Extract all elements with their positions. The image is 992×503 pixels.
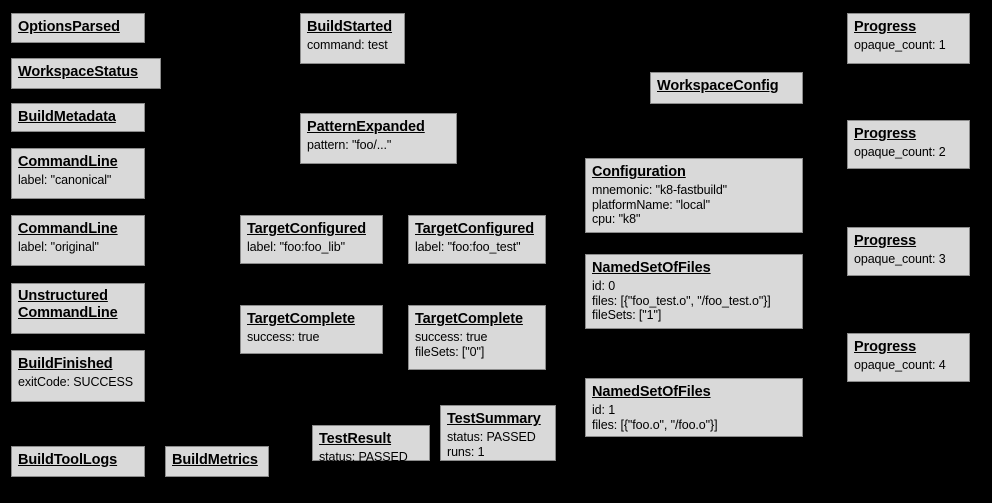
node-title: NamedSetOfFiles	[592, 260, 711, 276]
node-title: BuildMetadata	[18, 109, 116, 125]
node-title: TargetComplete	[247, 311, 355, 327]
node-fields: opaque_count: 3	[854, 252, 963, 267]
node-test-result[interactable]: TestResult status: PASSED	[312, 425, 430, 464]
node-title: Progress	[854, 339, 917, 355]
node-fields: opaque_count: 4	[854, 358, 963, 373]
node-field: command: test	[307, 37, 388, 52]
node-field: runs: 1	[447, 444, 485, 459]
node-title: OptionsParsed	[18, 19, 120, 35]
node-title: BuildToolLogs	[18, 452, 118, 468]
node-title: BuildStarted	[307, 19, 393, 35]
node-title: CommandLine	[18, 221, 118, 237]
node-field: id: 1	[592, 402, 616, 417]
node-field: opaque_count: 1	[854, 37, 946, 52]
node-progress-4[interactable]: Progress opaque_count: 4	[847, 333, 970, 382]
node-title: WorkspaceConfig	[657, 78, 779, 94]
node-workspace-config[interactable]: WorkspaceConfig	[650, 72, 803, 104]
node-fields: opaque_count: 1	[854, 38, 963, 53]
node-title: TestResult	[319, 431, 392, 447]
node-title: BuildMetrics	[172, 452, 258, 468]
node-field: id: 0	[592, 278, 616, 293]
node-title: Configuration	[592, 164, 686, 180]
node-field: label: "original"	[18, 239, 99, 254]
node-field: pattern: "foo/..."	[307, 137, 392, 152]
node-command-line-original[interactable]: CommandLine label: "original"	[11, 215, 145, 266]
node-field: files: [{"foo_test.o", "/foo_test.o"}]	[592, 293, 771, 308]
node-pattern-expanded[interactable]: PatternExpanded pattern: "foo/..."	[300, 113, 457, 164]
node-title: TestSummary	[447, 411, 541, 427]
node-field: label: "foo:foo_test"	[415, 239, 521, 254]
node-fields: pattern: "foo/..."	[307, 138, 450, 153]
node-title: TargetComplete	[415, 311, 523, 327]
node-target-configured-foo-lib[interactable]: TargetConfigured label: "foo:foo_lib"	[240, 215, 383, 264]
node-field: mnemonic: "k8-fastbuild"	[592, 182, 728, 197]
node-field: opaque_count: 4	[854, 357, 946, 372]
node-progress-2[interactable]: Progress opaque_count: 2	[847, 120, 970, 169]
node-title: Progress	[854, 126, 917, 142]
node-fields: label: "original"	[18, 240, 138, 255]
node-field: cpu: "k8"	[592, 212, 641, 227]
node-build-metadata[interactable]: BuildMetadata	[11, 103, 145, 132]
node-field: fileSets: ["0"]	[415, 344, 485, 359]
node-workspace-status[interactable]: WorkspaceStatus	[11, 58, 161, 89]
node-build-started[interactable]: BuildStarted command: test	[300, 13, 405, 64]
node-fields: label: "canonical"	[18, 173, 138, 188]
node-fields: mnemonic: "k8-fastbuild"platformName: "l…	[592, 183, 796, 227]
node-title: BuildFinished	[18, 356, 113, 372]
node-field: exitCode: SUCCESS	[18, 374, 134, 389]
node-field: files: [{"foo.o", "/foo.o"}]	[592, 417, 718, 432]
node-command-line-canonical[interactable]: CommandLine label: "canonical"	[11, 148, 145, 199]
node-title: Progress	[854, 19, 917, 35]
node-target-complete-lib[interactable]: TargetComplete success: true	[240, 305, 383, 354]
node-field: opaque_count: 3	[854, 251, 946, 266]
node-title: TargetConfigured	[415, 221, 534, 237]
node-configuration[interactable]: Configuration mnemonic: "k8-fastbuild"pla…	[585, 158, 803, 233]
node-options-parsed[interactable]: OptionsParsed	[11, 13, 145, 43]
node-field: status: PASSED	[447, 429, 536, 444]
node-fields: label: "foo:foo_lib"	[247, 240, 376, 255]
node-target-configured-foo-test[interactable]: TargetConfigured label: "foo:foo_test"	[408, 215, 546, 264]
node-unstructured-command-line[interactable]: Unstructured CommandLine	[11, 283, 145, 334]
node-fields: command: test	[307, 38, 398, 53]
node-title: NamedSetOfFiles	[592, 384, 711, 400]
node-field: label: "canonical"	[18, 172, 112, 187]
node-field: label: "foo:foo_lib"	[247, 239, 345, 254]
node-title: WorkspaceStatus	[18, 64, 138, 80]
node-field: success: true	[247, 329, 320, 344]
node-title: CommandLine	[18, 154, 118, 170]
node-fields: exitCode: SUCCESS	[18, 375, 138, 390]
node-field: success: true	[415, 329, 488, 344]
node-fields: opaque_count: 2	[854, 145, 963, 160]
node-fields: status: PASSED	[319, 450, 423, 465]
node-title: PatternExpanded	[307, 119, 425, 135]
node-build-finished[interactable]: BuildFinished exitCode: SUCCESS	[11, 350, 145, 402]
node-title: Unstructured CommandLine	[18, 288, 118, 322]
node-field: fileSets: ["1"]	[592, 308, 662, 323]
node-field: opaque_count: 2	[854, 144, 946, 159]
node-title: Progress	[854, 233, 917, 249]
node-title: TargetConfigured	[247, 221, 366, 237]
node-field: platformName: "local"	[592, 197, 710, 212]
node-progress-1[interactable]: Progress opaque_count: 1	[847, 13, 970, 64]
node-build-metrics[interactable]: BuildMetrics	[165, 446, 269, 477]
node-progress-3[interactable]: Progress opaque_count: 3	[847, 227, 970, 276]
node-fields: success: true	[247, 330, 376, 345]
node-build-tool-logs[interactable]: BuildToolLogs	[11, 446, 145, 477]
node-field: status: PASSED	[319, 449, 408, 464]
node-fields: label: "foo:foo_test"	[415, 240, 539, 255]
